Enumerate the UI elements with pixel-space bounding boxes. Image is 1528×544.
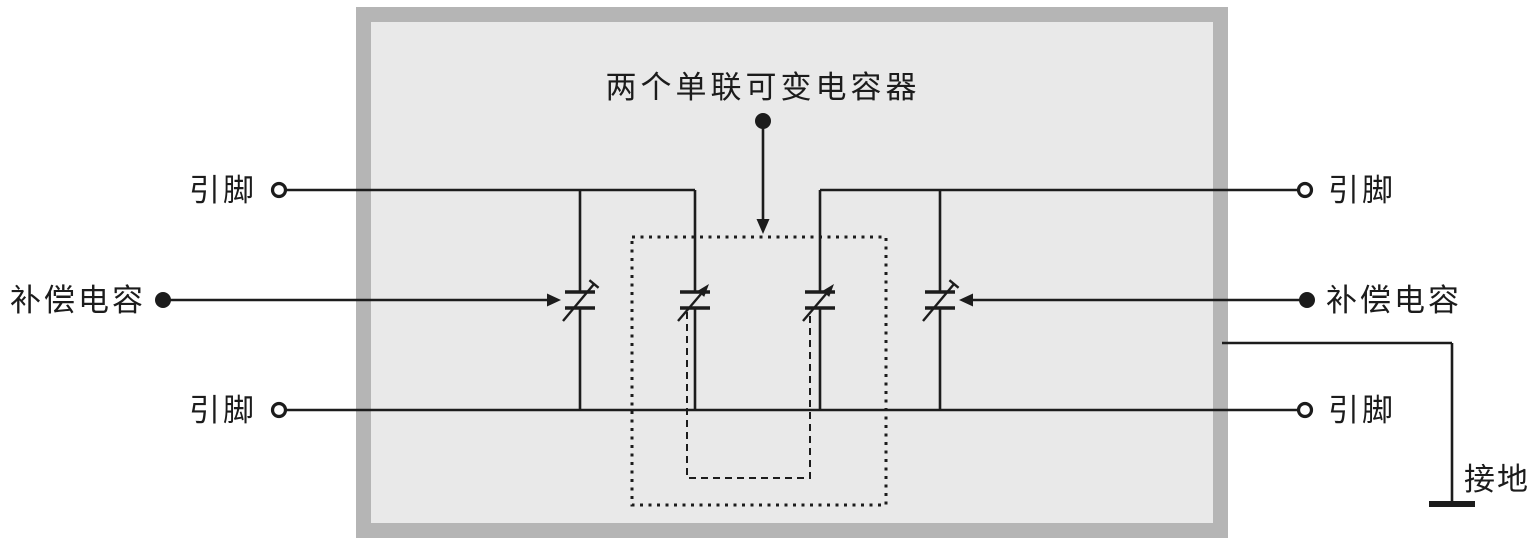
variable-diagonal [802,293,827,322]
trimmer-tick-icon [588,279,600,289]
pin-terminal-icon [1296,181,1314,199]
variable-capacitor-1 [677,284,710,322]
title-callout-dot [755,113,771,129]
trimmer-diagonal [922,283,955,322]
pin-terminal-icon [1296,401,1314,419]
trimmer-diagonal [562,283,595,322]
compensation-callout-left: 补偿电容 [10,283,561,319]
pin-top-right: 引脚 [1296,173,1396,209]
compensation-label: 补偿电容 [1326,283,1462,319]
callout-arrowhead-icon [959,293,973,307]
callout-arrowhead-icon [547,293,561,307]
ganged-capacitor-group [630,235,888,507]
pin-bottom-right: 引脚 [1296,393,1396,429]
ground-connection: 接地 [1222,341,1528,507]
trimmer-capacitor-left [562,279,600,322]
compensation-label: 补偿电容 [10,283,146,319]
component-body-inner [371,22,1213,523]
component-body [356,7,1228,538]
variable-diagonal [677,293,702,322]
variable-capacitor-2 [802,284,835,322]
title-label: 两个单联可变电容器 [606,70,921,106]
ground-label: 接地 [1464,462,1528,498]
trimmer-tick-icon [948,279,960,289]
wires [286,188,1298,412]
pin-label: 引脚 [1328,393,1396,429]
gang-coupling-dashed-link [686,312,811,479]
pin-label: 引脚 [189,173,257,209]
title-arrowhead-icon [756,219,770,234]
pin-top-left: 引脚 [189,173,288,209]
variable-arrowhead-icon [822,284,834,297]
pin-label: 引脚 [1328,173,1396,209]
pin-label: 引脚 [189,393,257,429]
compensation-callout-right: 补偿电容 [959,283,1462,319]
variable-arrowhead-icon [697,284,709,297]
pin-terminal-icon [270,401,288,419]
dotted-group-box [630,235,888,507]
title-callout: 两个单联可变电容器 [606,70,921,234]
trimmer-capacitor-right [922,279,960,322]
pin-bottom-left: 引脚 [189,393,288,429]
pin-terminal-icon [270,181,288,199]
